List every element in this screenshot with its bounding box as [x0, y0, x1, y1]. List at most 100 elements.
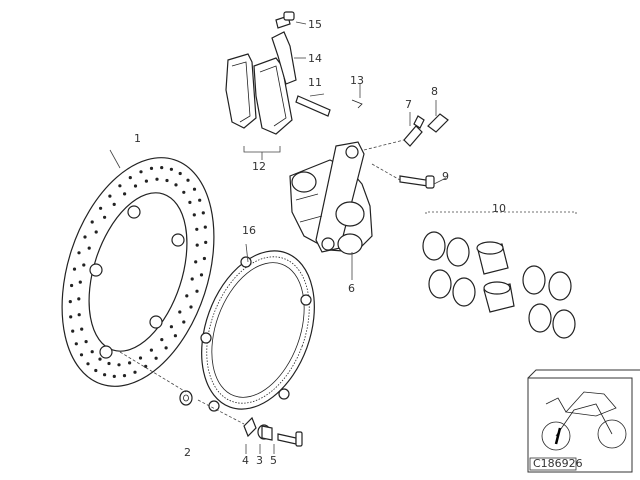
callout-6: 6	[348, 282, 355, 295]
disc-hole	[79, 353, 84, 357]
disc-hole	[144, 179, 148, 183]
caliper-bolt	[399, 175, 435, 189]
disc-hole	[68, 300, 72, 304]
disc-hole	[94, 230, 98, 234]
callout-13: 13	[350, 74, 364, 87]
disc-hole	[160, 166, 164, 170]
disc-hole	[149, 166, 154, 170]
leader-lines	[109, 21, 577, 454]
pad-retaining-screw	[283, 11, 295, 21]
disc-hole	[198, 198, 202, 202]
disc-hole	[204, 240, 208, 244]
callout-4: 4	[242, 454, 249, 467]
disc-hole	[199, 273, 204, 277]
callout-10: 10	[492, 202, 506, 215]
callout-9: 9	[442, 170, 449, 183]
callout-16: 16	[242, 224, 256, 237]
disc-hole	[123, 192, 127, 196]
bleed-cap	[427, 113, 449, 133]
disc-hole	[77, 313, 81, 317]
callout-12: 12	[252, 160, 266, 173]
disc-hole	[182, 190, 186, 194]
brake-disc	[61, 157, 215, 387]
disc-hole	[201, 211, 205, 215]
callout-1: 1	[134, 132, 141, 145]
reference-code: C186926	[533, 457, 583, 470]
disc-hole	[69, 315, 73, 319]
disc-hole	[90, 350, 94, 354]
disc-hole	[160, 338, 164, 342]
disc-hole	[169, 167, 173, 171]
disc-hole	[107, 361, 111, 366]
disc-hole	[84, 340, 88, 344]
disc-hole	[185, 294, 189, 298]
pad-pin	[295, 95, 331, 117]
disc-hole	[78, 280, 82, 284]
disc-hole	[133, 370, 137, 374]
disc-hole	[94, 368, 98, 373]
disc-hole	[87, 246, 91, 250]
disc-bolt	[277, 431, 303, 447]
bleed-valve	[403, 115, 425, 147]
disc-hole	[72, 267, 77, 271]
disc-hole	[82, 263, 86, 267]
disc-hole	[195, 243, 199, 247]
callout-labels: 1 2 3 4 5 6 7 8 9 10 11 12 13 14 15 16	[134, 18, 506, 467]
disc-hole	[86, 362, 90, 366]
disc-hole	[117, 363, 121, 367]
disc-hole	[74, 342, 78, 346]
disc-hole	[190, 277, 194, 281]
callout-2: 2	[184, 446, 191, 459]
abs-sensor-ring	[200, 250, 315, 412]
motorcycle-icon: C186926	[527, 369, 640, 473]
disc-hole	[182, 320, 186, 324]
disc-hole	[98, 357, 102, 361]
disc-hole	[83, 235, 87, 239]
disc-hole	[103, 373, 107, 377]
disc-hole	[122, 374, 127, 378]
disc-hole	[192, 213, 196, 217]
callout-14: 14	[308, 52, 322, 65]
disc-hole	[194, 260, 198, 264]
lock-plate	[243, 416, 257, 438]
disc-hole	[174, 183, 178, 187]
disc-hole	[202, 256, 206, 261]
disc-hole	[178, 310, 182, 314]
disc-hole	[103, 215, 107, 219]
disc-hole	[186, 178, 190, 182]
callout-15: 15	[308, 18, 322, 31]
disc-hole	[99, 206, 103, 210]
retaining-clip	[351, 99, 363, 109]
disc-hole	[144, 364, 148, 368]
disc-hole	[133, 184, 138, 188]
disc-hole	[154, 356, 158, 360]
disc-hole	[118, 184, 122, 188]
disc-hole	[165, 178, 169, 183]
disc-hole	[173, 334, 177, 338]
callout-3: 3	[256, 454, 263, 467]
disc-hole	[178, 171, 182, 176]
disc-hole	[155, 177, 159, 181]
brake-pads	[225, 53, 293, 135]
piston-seal-kit	[422, 231, 576, 339]
disc-hole	[128, 361, 132, 365]
disc-hole	[169, 325, 173, 329]
brake-caliper	[289, 141, 373, 255]
callout-8: 8	[431, 85, 438, 98]
disc-hole	[70, 283, 74, 288]
disc-hole	[80, 327, 84, 331]
disc-hole	[138, 356, 143, 360]
disc-hole	[112, 374, 116, 378]
disc-hole	[195, 227, 199, 231]
disc-perforations	[68, 166, 208, 378]
disc-hole	[90, 220, 94, 224]
disc-hole	[77, 251, 81, 255]
spacer-washer	[179, 390, 193, 406]
disc-hole	[192, 187, 197, 191]
callout-11: 11	[308, 76, 322, 89]
disc-hole	[149, 348, 153, 352]
disc-hole	[164, 346, 168, 350]
disc-hole	[77, 297, 81, 301]
disc-hole	[139, 170, 143, 174]
